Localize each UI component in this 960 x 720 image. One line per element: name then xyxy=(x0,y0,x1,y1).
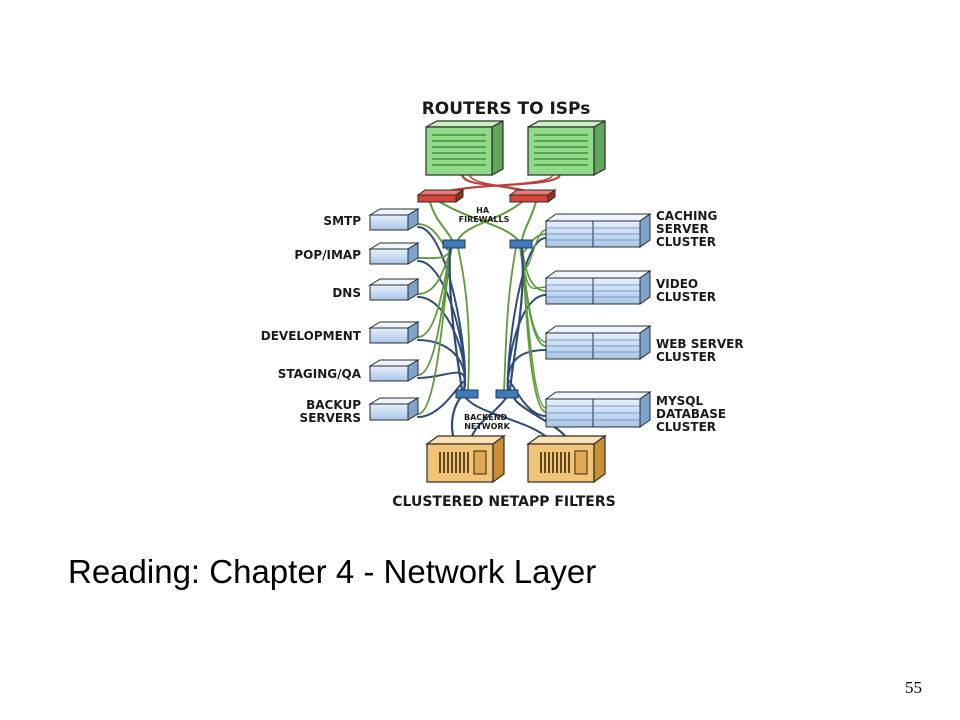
switch-backend-left xyxy=(455,389,479,399)
firewall-label: HA FIREWALLS xyxy=(459,206,510,224)
cable-switch-spine xyxy=(457,247,470,391)
firewall-label-line: FIREWALLS xyxy=(459,215,510,224)
cable-switch-spine xyxy=(503,247,517,391)
network-switches xyxy=(442,239,533,399)
right-label-line: MYSQL xyxy=(656,394,703,408)
backend-label-line: BACKEND xyxy=(464,413,508,422)
backend-label-line: NETWORK xyxy=(464,422,510,431)
firewall-left xyxy=(416,189,465,203)
isp-routers xyxy=(425,119,606,177)
switch-top-left xyxy=(442,239,466,249)
left-labels: SMTP POP/IMAP DNS DEVELOPMENT STAGING/QA BACK… xyxy=(261,214,362,425)
server-pop-imap xyxy=(368,242,420,265)
left-label-line: SERVERS xyxy=(300,411,361,425)
right-label-line: SERVER xyxy=(656,222,709,236)
router-right xyxy=(527,119,606,177)
server-smtp xyxy=(368,208,420,231)
ha-firewalls xyxy=(416,189,557,203)
filers-label: CLUSTERED NETAPP FILTERS xyxy=(392,494,615,510)
right-label-line: WEB SERVER xyxy=(656,337,744,351)
cluster-web-server xyxy=(544,325,652,360)
reading-assignment: Reading: Chapter 4 - Network Layer xyxy=(68,553,597,590)
right-label-line: DATABASE xyxy=(656,407,726,421)
server-stacks xyxy=(368,208,652,428)
cluster-video xyxy=(544,270,652,305)
right-label-line: CACHING xyxy=(656,209,717,223)
filer-left xyxy=(425,434,506,484)
right-label-line: CLUSTER xyxy=(656,420,716,434)
cable-backend-filer xyxy=(465,397,551,441)
diagram-title: ROUTERS TO ISPs xyxy=(422,99,591,119)
server-staging-qa xyxy=(368,359,420,382)
router-left xyxy=(425,119,504,177)
switch-backend-right xyxy=(495,389,519,399)
page-number: 55 xyxy=(905,678,922,697)
left-label: POP/IMAP xyxy=(294,248,361,262)
left-label: STAGING/QA xyxy=(278,367,362,381)
cluster-caching xyxy=(544,213,652,248)
left-label: DEVELOPMENT xyxy=(261,329,362,343)
filer-right xyxy=(526,434,607,484)
right-label-line: CLUSTER xyxy=(656,350,716,364)
left-label-line: BACKUP xyxy=(306,398,361,412)
cable-backend-filer xyxy=(450,396,462,442)
backend-network-label: BACKEND NETWORK xyxy=(464,413,511,431)
cluster-mysql-database xyxy=(544,391,652,428)
left-label-line: DEVELOPMENT xyxy=(261,329,362,343)
server-backup xyxy=(368,397,420,421)
cable-firewall-switch xyxy=(521,201,537,241)
left-label: DNS xyxy=(332,286,361,300)
right-label-line: VIDEO xyxy=(656,277,698,291)
cable-switch-spine xyxy=(508,246,524,392)
firewall-right xyxy=(508,189,557,203)
left-label-line: POP/IMAP xyxy=(294,248,361,262)
right-label-line: CLUSTER xyxy=(656,235,716,249)
left-label-line: STAGING/QA xyxy=(278,367,362,381)
right-label-line: CLUSTER xyxy=(656,290,716,304)
server-dns xyxy=(368,278,420,301)
cable-switch-spine xyxy=(448,246,464,392)
left-label-line: SMTP xyxy=(323,214,361,228)
firewall-label-line: HA xyxy=(476,206,490,215)
cable-firewall-switch xyxy=(429,201,453,241)
switch-top-right xyxy=(509,239,533,249)
netapp-filers xyxy=(425,434,607,484)
cable-server-backend xyxy=(417,380,466,418)
cable-firewall-switch xyxy=(457,201,523,241)
server-development xyxy=(368,321,420,344)
left-label-line: DNS xyxy=(332,286,361,300)
left-label: SMTP xyxy=(323,214,361,228)
